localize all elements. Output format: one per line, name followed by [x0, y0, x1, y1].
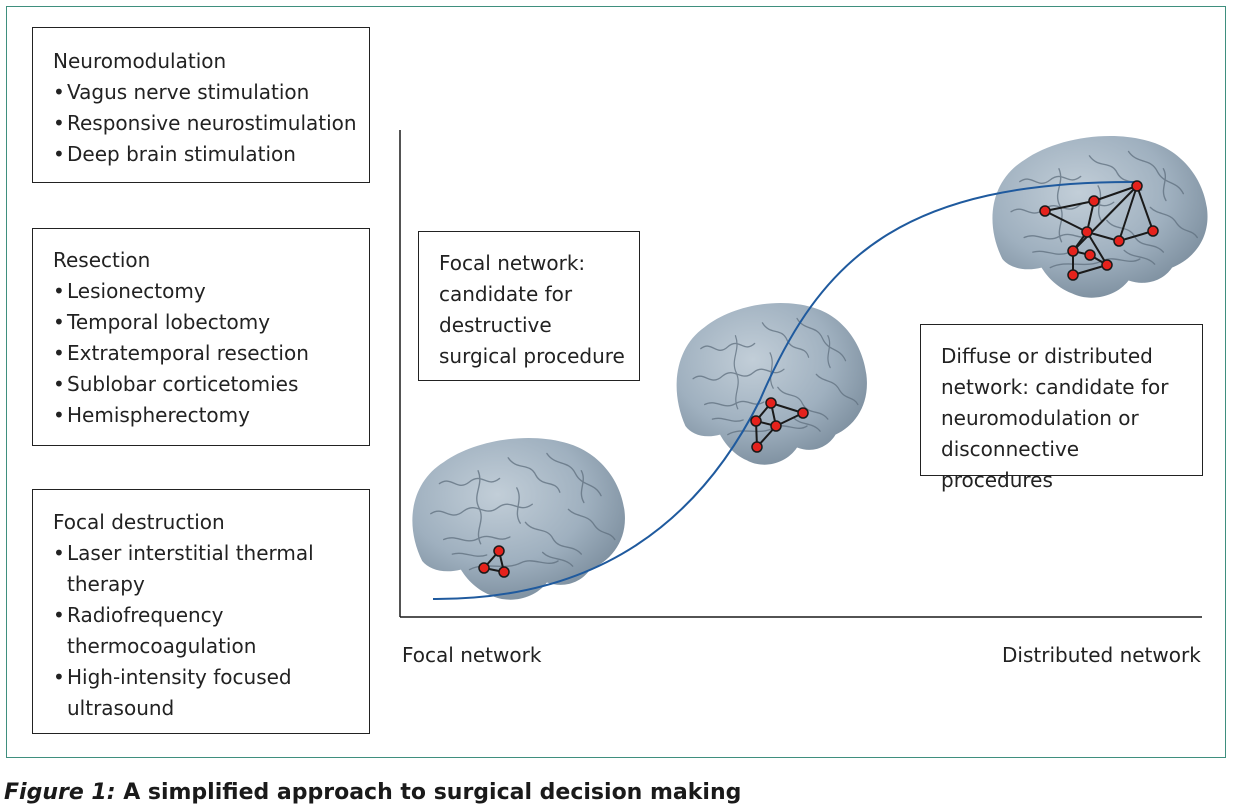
- medium-network-nodes: [750, 397, 809, 453]
- list-item: Sublobar corticetomies: [53, 369, 369, 400]
- list-item: Hemispherectomy: [53, 400, 369, 431]
- figure-caption: Figure 1: A simplified approach to surgi…: [4, 780, 741, 805]
- focal-network-nodes: [478, 545, 510, 578]
- list-item: Deep brain stimulation: [53, 139, 369, 170]
- diffuse-network-callout: Diffuse or distributed network: candidat…: [920, 324, 1203, 492]
- focal-network-callout: Focal network: candidate for destructive…: [418, 231, 640, 381]
- x-axis-right-label: Distributed network: [1002, 643, 1201, 667]
- figure-label: Figure 1:: [4, 780, 116, 805]
- resection-box: Resection Lesionectomy Temporal lobectom…: [32, 228, 370, 446]
- diffuse-network-callout-text: Diffuse or distributed network: candidat…: [941, 344, 1169, 492]
- list-item: High-intensity focused ultrasound: [53, 662, 369, 724]
- x-axis-left-label: Focal network: [402, 643, 542, 667]
- figure-caption-text: A simplified approach to surgical decisi…: [123, 780, 742, 805]
- list-item: Responsive neurostimulation: [53, 108, 369, 139]
- list-item: Vagus nerve stimulation: [53, 77, 369, 108]
- focal-destruction-box: Focal destruction Laser interstitial the…: [32, 489, 370, 734]
- distributed-network-nodes: [1039, 180, 1159, 281]
- list-item: Temporal lobectomy: [53, 307, 369, 338]
- network-curve: [432, 180, 1141, 601]
- brain-large-icon: [991, 135, 1209, 299]
- focal-destruction-list: Laser interstitial thermal therapy Radio…: [53, 538, 369, 724]
- neuromodulation-box: Neuromodulation Vagus nerve stimulation …: [32, 27, 370, 183]
- list-item: Laser interstitial thermal therapy: [53, 538, 369, 600]
- brain-small-icon: [411, 437, 626, 601]
- resection-list: Lesionectomy Temporal lobectomy Extratem…: [53, 276, 369, 431]
- neuromodulation-list: Vagus nerve stimulation Responsive neuro…: [53, 77, 369, 170]
- brain-medium-icon: [675, 302, 868, 466]
- figure-frame: [6, 6, 1226, 758]
- list-item: Radiofrequency thermocoagulation: [53, 600, 369, 662]
- focal-destruction-title: Focal destruction: [53, 510, 225, 534]
- focal-network-callout-text: Focal network: candidate for destructive…: [439, 251, 625, 368]
- neuromodulation-title: Neuromodulation: [53, 49, 227, 73]
- resection-title: Resection: [53, 248, 151, 272]
- list-item: Extratemporal resection: [53, 338, 369, 369]
- list-item: Lesionectomy: [53, 276, 369, 307]
